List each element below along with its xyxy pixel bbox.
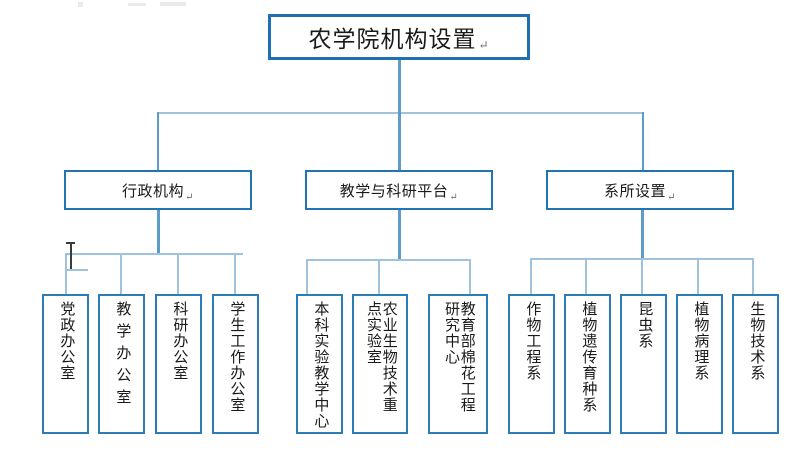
branch-node-administrative[interactable]: 行政机构↵ [64,170,252,210]
paragraph-mark-icon: ↵ [449,192,459,203]
leaf-label: 植物遗传育种系 [580,301,597,413]
root-node-label: 农学院机构设置 [308,27,477,52]
paragraph-mark-icon: ↵ [185,192,194,203]
leaf-label: 教育部棉花工程研究中心 [443,301,475,413]
leaf-node-plant-pathology-dept[interactable]: 植物病理系 [676,294,723,434]
connector-drop-branch-3 [642,112,644,170]
leaf-node-entomology-dept[interactable]: 昆虫系 [620,294,667,434]
branch-node-departments[interactable]: 系所设置↵ [546,170,734,210]
leaf-node-research-office[interactable]: 科研办公室 [155,294,202,434]
root-node-box[interactable]: 农学院机构设置↵ [268,14,530,60]
text-cursor-artifact [70,242,72,270]
top-edge-artifact [78,2,83,7]
leaf-node-teaching-office[interactable]: 教学办公室 [98,294,145,434]
caret-underline-artifact [66,269,88,271]
branch-label-administrative: 行政机构 [122,183,185,200]
connector-drop-g1-c4 [234,253,236,294]
leaf-node-moe-cotton-engineering-center[interactable]: 教育部棉花工程研究中心 [428,294,488,434]
connector-root-stem [398,60,401,113]
connector-drop-g3-c4 [697,258,699,294]
paragraph-mark-icon: ↵ [667,192,676,203]
leaf-node-biotechnology-dept[interactable]: 生物技术系 [732,294,779,434]
branch-label-departments: 系所设置 [604,183,667,200]
connector-stem-group-3 [641,210,644,259]
text-cursor-serif-artifact [66,242,75,244]
leaf-label: 教学办公室 [114,301,131,411]
leaf-node-party-admin-office[interactable]: 党政办公室 [42,294,89,434]
connector-stem-group-2 [398,210,401,260]
connector-drop-branch-2 [398,112,401,170]
connector-drop-g3-c5 [752,258,754,294]
connector-drop-g3-c3 [641,258,643,294]
connector-bus-group-1 [65,253,243,255]
connector-drop-g2-c2 [378,259,380,294]
connector-drop-g2-c3 [469,259,471,294]
leaf-node-agri-biotech-key-lab[interactable]: 农业生物技术重点实验室 [352,294,408,434]
top-edge-artifact [128,3,146,6]
branch-node-platform[interactable]: 教学与科研平台↵ [305,170,493,210]
connector-drop-g3-c1 [530,258,532,294]
leaf-label: 昆虫系 [636,301,653,349]
leaf-node-undergrad-experimental-center[interactable]: 本科实验教学中心 [296,294,343,434]
leaf-node-student-affairs-office[interactable]: 学生工作办公室 [212,294,259,434]
connector-drop-branch-1 [157,112,159,170]
connector-drop-g1-c3 [177,253,179,294]
connector-bus-group-2 [306,259,471,261]
branch-label-platform: 教学与科研平台 [339,183,449,200]
connector-drop-g3-c2 [585,258,587,294]
leaf-label: 本科实验教学中心 [312,301,329,429]
leaf-node-crop-engineering-dept[interactable]: 作物工程系 [508,294,555,434]
connector-drop-g2-c1 [306,259,308,294]
top-edge-artifact [160,2,186,6]
leaf-node-plant-genetics-breeding-dept[interactable]: 植物遗传育种系 [564,294,611,434]
connector-drop-g1-c1 [65,253,67,294]
leaf-label: 党政办公室 [58,301,75,381]
leaf-label: 植物病理系 [692,301,709,381]
leaf-label: 生物技术系 [748,301,765,381]
leaf-label: 作物工程系 [524,301,541,381]
leaf-label: 学生工作办公室 [228,301,245,413]
leaf-label: 农业生物技术重点实验室 [365,301,397,413]
leaf-label: 科研办公室 [171,301,188,381]
paragraph-mark-icon: ↵ [478,38,490,52]
connector-stem-group-1 [157,210,160,254]
connector-drop-g1-c2 [120,253,122,294]
